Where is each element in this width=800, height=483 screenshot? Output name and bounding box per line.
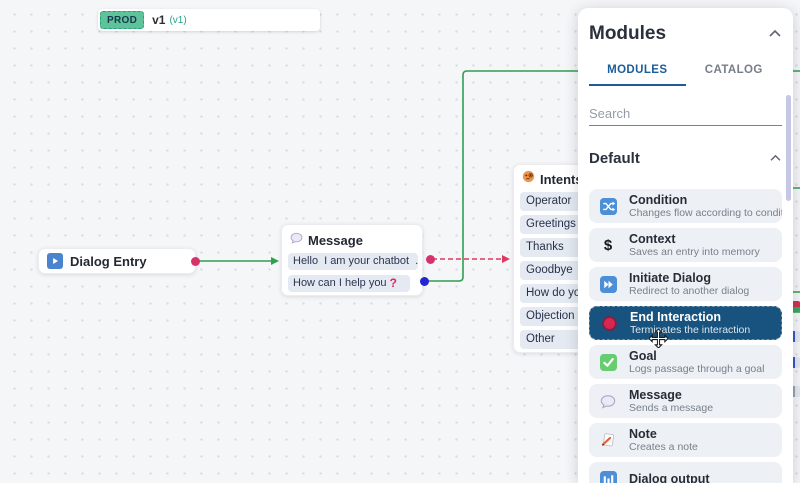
check-icon <box>599 353 617 371</box>
module-name: Dialog output <box>629 472 710 483</box>
module-item-dialog-output[interactable]: Dialog output <box>589 462 782 483</box>
module-name: Condition <box>629 193 688 207</box>
environment-badge: PROD <box>100 11 145 29</box>
node-title: Intents <box>540 171 583 187</box>
play-icon <box>47 253 63 269</box>
version-ref-label: (v1) <box>169 14 187 26</box>
message-row-1[interactable]: Hello I am your chatbot ... <box>288 253 418 270</box>
version-label: v1 <box>152 13 166 27</box>
note-icon <box>599 431 617 449</box>
panel-tabs: MODULES CATALOG <box>589 60 782 86</box>
edge-fragments-right <box>792 187 800 313</box>
edge-arrowhead-green <box>271 257 279 265</box>
module-name: Goal <box>629 349 657 363</box>
module-description: Logs passage through a goal <box>629 363 765 375</box>
output-port[interactable] <box>191 257 200 266</box>
section-title: Default <box>589 149 640 167</box>
chevron-up-icon[interactable] <box>768 25 782 43</box>
message-text: I am your chatbot <box>324 255 410 267</box>
panel-scrollbar[interactable] <box>786 95 791 201</box>
tab-modules[interactable]: MODULES <box>589 60 686 86</box>
environment-label: PROD <box>107 14 138 26</box>
module-name: End Interaction <box>630 310 721 324</box>
message-truncation: ... <box>415 255 418 267</box>
move-cursor-icon <box>648 328 669 353</box>
dollar-icon: $ <box>603 236 613 254</box>
speech-balloon-icon <box>290 231 303 249</box>
module-name: Note <box>629 427 657 441</box>
edge-arrowhead-red <box>502 255 510 263</box>
search-input[interactable] <box>589 102 782 126</box>
message-text: Hello <box>293 255 319 267</box>
panel-title: Modules <box>589 23 667 44</box>
message-text: How can I help you <box>293 277 387 289</box>
shuffle-icon <box>599 197 617 215</box>
thinking-face-icon <box>522 170 535 188</box>
output-icon <box>599 470 617 483</box>
tab-catalog[interactable]: CATALOG <box>704 64 763 76</box>
stop-circle-icon <box>600 314 618 332</box>
module-description: Sends a message <box>629 402 714 414</box>
question-mark-icon: ? <box>389 276 397 290</box>
node-message[interactable]: Message Hello I am your chatbot ... How … <box>281 224 423 296</box>
module-description: Creates a note <box>629 441 698 453</box>
node-title: Message <box>308 232 363 248</box>
module-description: Saves an entry into memory <box>629 246 760 258</box>
fast-forward-icon <box>599 275 617 293</box>
module-name: Message <box>629 388 682 402</box>
edge-message-row2-loop <box>425 70 800 282</box>
output-port[interactable] <box>420 277 429 286</box>
message-row-2[interactable]: How can I help you ? <box>288 275 410 292</box>
module-description: Redirect to another dialog <box>629 285 750 297</box>
hidden-node-fragment <box>792 386 800 397</box>
speech-balloon-icon <box>599 392 617 410</box>
node-title: Dialog Entry <box>70 253 147 269</box>
module-name: Context <box>629 232 676 246</box>
module-name: Initiate Dialog <box>629 271 711 285</box>
hidden-node-fragment <box>792 331 800 342</box>
modules-panel: Modules MODULES CATALOG Default Conditio… <box>578 8 793 483</box>
output-port[interactable] <box>426 255 435 264</box>
hidden-node-fragment <box>792 357 800 368</box>
module-description: Changes flow according to condition <box>629 207 782 219</box>
hidden-node-fragment <box>792 301 800 312</box>
node-dialog-entry[interactable]: Dialog Entry <box>38 248 196 274</box>
version-pill[interactable]: PROD v1 (v1) <box>98 9 320 31</box>
chevron-up-icon[interactable] <box>769 149 782 167</box>
